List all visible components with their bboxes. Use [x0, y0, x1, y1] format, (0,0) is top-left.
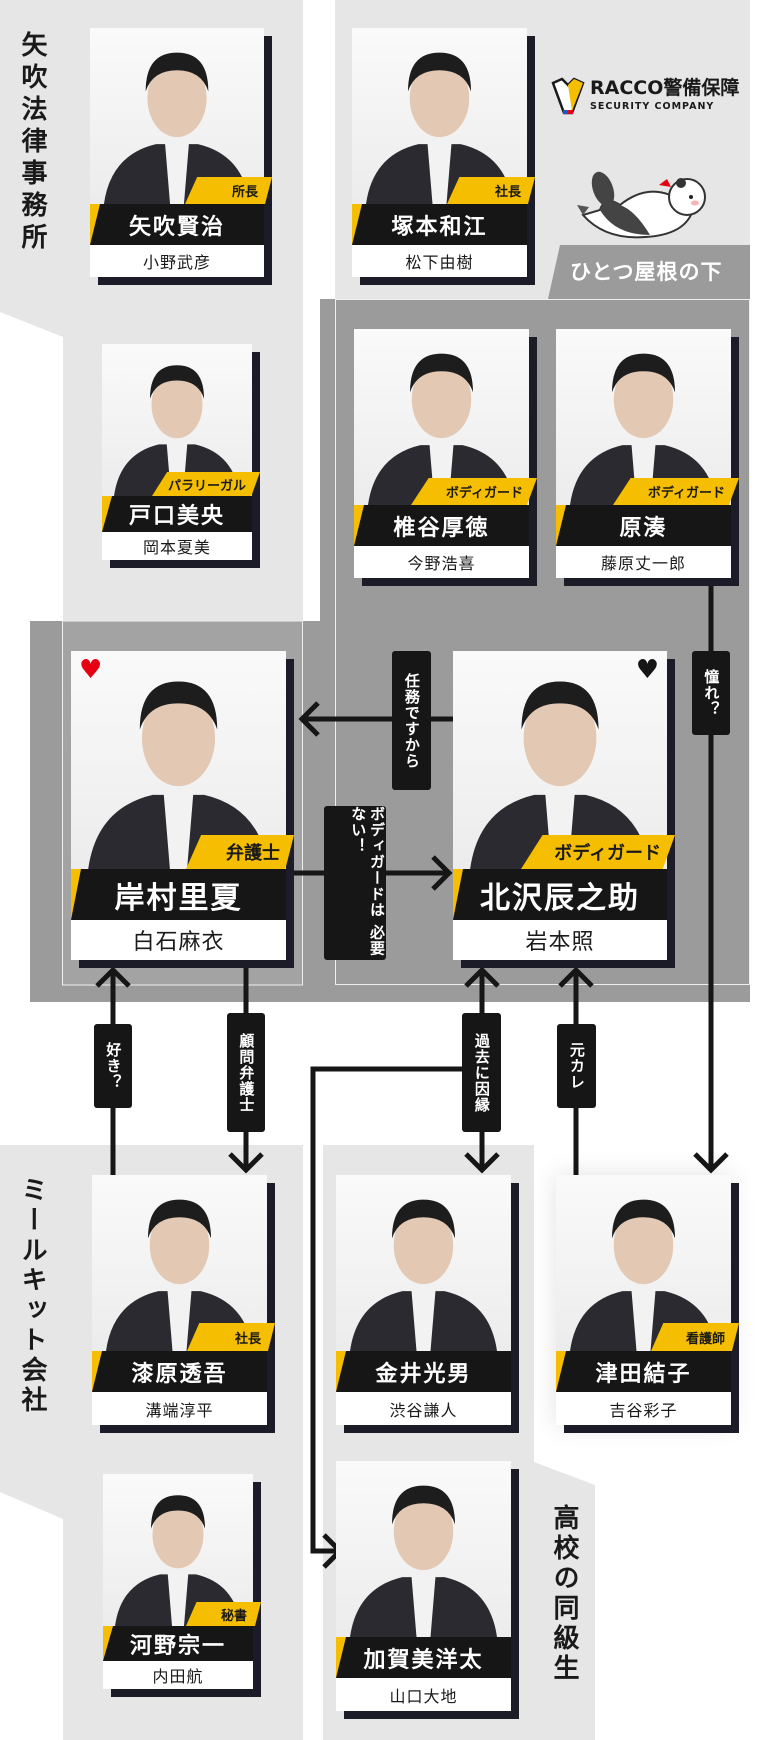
character-card: 津田結子 吉谷彩子 看護師: [556, 1175, 739, 1425]
role-badge: 看護師: [651, 1323, 739, 1351]
group-label-law-firm: 矢吹法律事務所: [17, 31, 47, 255]
actor-name: 小野武彦: [142, 253, 211, 272]
person-silhouette-icon: [350, 1199, 497, 1351]
character-name: 戸口美央: [102, 496, 252, 532]
character-name: 金井光男: [336, 1351, 511, 1392]
actor-name: 松下由樹: [405, 253, 474, 272]
character-card: 金井光男 渋谷謙人: [336, 1175, 511, 1425]
heart-icon: ♥: [635, 655, 659, 685]
character-photo: [556, 1175, 731, 1351]
character-card: 戸口美央 岡本夏美 パラリーガル: [102, 344, 260, 560]
role-badge: ボディガード: [411, 478, 537, 505]
character-card: 椎谷厚徳 今野浩喜 ボディガード: [354, 329, 537, 578]
character-name: 河野宗一: [103, 1626, 253, 1661]
actor-name: 岩本照: [525, 930, 595, 955]
actor-name: 藤原丈一郎: [600, 554, 686, 573]
character-card: 矢吹賢治 小野武彦 所長: [90, 28, 272, 277]
role-badge: 所長: [185, 177, 272, 204]
character-photo: [71, 651, 286, 869]
character-name: 椎谷厚徳: [354, 505, 529, 546]
arrowhead-past-down: [464, 1152, 500, 1174]
character-name: 漆原透吾: [92, 1351, 267, 1392]
character-photo: [354, 329, 529, 505]
character-card: 河野宗一 内田航 秘書: [103, 1474, 261, 1689]
classmates-panel-tail: [534, 1462, 595, 1740]
relation-label-ex: 元カレ: [557, 1024, 596, 1108]
character-name: 北沢辰之助: [453, 869, 667, 920]
arrowhead-like: [95, 966, 131, 988]
shield-logo-icon: [551, 77, 585, 115]
character-card: 岸村里夏 白石麻衣 弁護士 ♥: [71, 651, 294, 960]
racco-logo: RACCO警備保障 SECURITY COMPANY: [550, 77, 739, 117]
arrowhead-ex: [558, 966, 594, 988]
actor-name: 岡本夏美: [142, 538, 211, 557]
character-photo: [102, 344, 252, 496]
character-photo: [453, 651, 667, 869]
otter-mascot-icon: [577, 171, 706, 239]
group-label-classmates: 高校の同級生: [549, 1504, 579, 1684]
group-label-mealkit: ミールキット会社: [17, 1176, 47, 1416]
person-silhouette-icon: [350, 1485, 497, 1637]
logo-sub: SECURITY COMPANY: [590, 101, 715, 112]
character-name: 加賀美洋太: [336, 1637, 511, 1678]
role-badge: 秘書: [186, 1602, 261, 1626]
relation-label-past: 過去に因縁: [462, 1013, 501, 1132]
relation-label-admire: 憧れ？: [692, 651, 730, 735]
arrowhead-past-up: [464, 966, 500, 988]
character-photo: [336, 1175, 511, 1351]
actor-name: 今野浩喜: [407, 554, 476, 573]
role-badge: 弁護士: [186, 835, 294, 869]
role-badge: ボディガード: [521, 835, 675, 869]
actor-name: 山口大地: [389, 1686, 458, 1706]
actor-name: 渋谷謙人: [389, 1400, 458, 1420]
actor-name: 溝端淳平: [145, 1400, 214, 1420]
character-name: 津田結子: [556, 1351, 731, 1392]
role-badge: 社長: [447, 177, 535, 204]
character-card: 塚本和江 松下由樹 社長: [352, 28, 535, 277]
same-roof-tab: [548, 245, 750, 299]
role-badge: 社長: [187, 1323, 275, 1351]
logo-kanji: 警備保障: [663, 77, 740, 99]
relation-label-no-bodyguard: ボディガードは 必要ない！: [324, 806, 386, 960]
arrowhead-advisor: [228, 1152, 264, 1174]
actor-name: 白石麻衣: [132, 930, 225, 955]
relation-label-like: 好き？: [94, 1024, 132, 1108]
relation-label-mission: 任務ですから: [392, 651, 431, 790]
character-card: 加賀美洋太 山口大地: [336, 1461, 511, 1711]
character-card: 原湊 藤原丈一郎 ボディガード: [556, 329, 739, 578]
character-name: 塚本和江: [352, 204, 527, 245]
logo-brand: RACCO: [590, 77, 664, 99]
arrowhead-no-bodyguard: [431, 855, 453, 891]
character-card: 漆原透吾 溝端淳平 社長: [92, 1175, 275, 1425]
group-label-same-roof: ひとつ屋根の下: [570, 260, 723, 284]
arrowhead-mission: [298, 701, 320, 737]
heart-icon: ♥: [79, 655, 103, 685]
character-name: 矢吹賢治: [90, 204, 264, 245]
actor-name: 内田航: [152, 1667, 204, 1686]
actor-name: 吉谷彩子: [609, 1400, 678, 1420]
role-badge: ボディガード: [613, 478, 739, 505]
character-name: 原湊: [556, 505, 731, 546]
line-past-branch: [310, 1066, 482, 1554]
arrowhead-admire: [693, 1152, 729, 1174]
same-roof-inner-box: [335, 299, 750, 985]
relation-label-advisor: 顧問弁護士: [227, 1013, 265, 1132]
character-name: 岸村里夏: [71, 869, 286, 920]
role-badge: パラリーガル: [152, 472, 260, 496]
character-photo: [336, 1461, 511, 1637]
character-card: 北沢辰之助 岩本照 ボディガード ♥: [453, 651, 675, 960]
